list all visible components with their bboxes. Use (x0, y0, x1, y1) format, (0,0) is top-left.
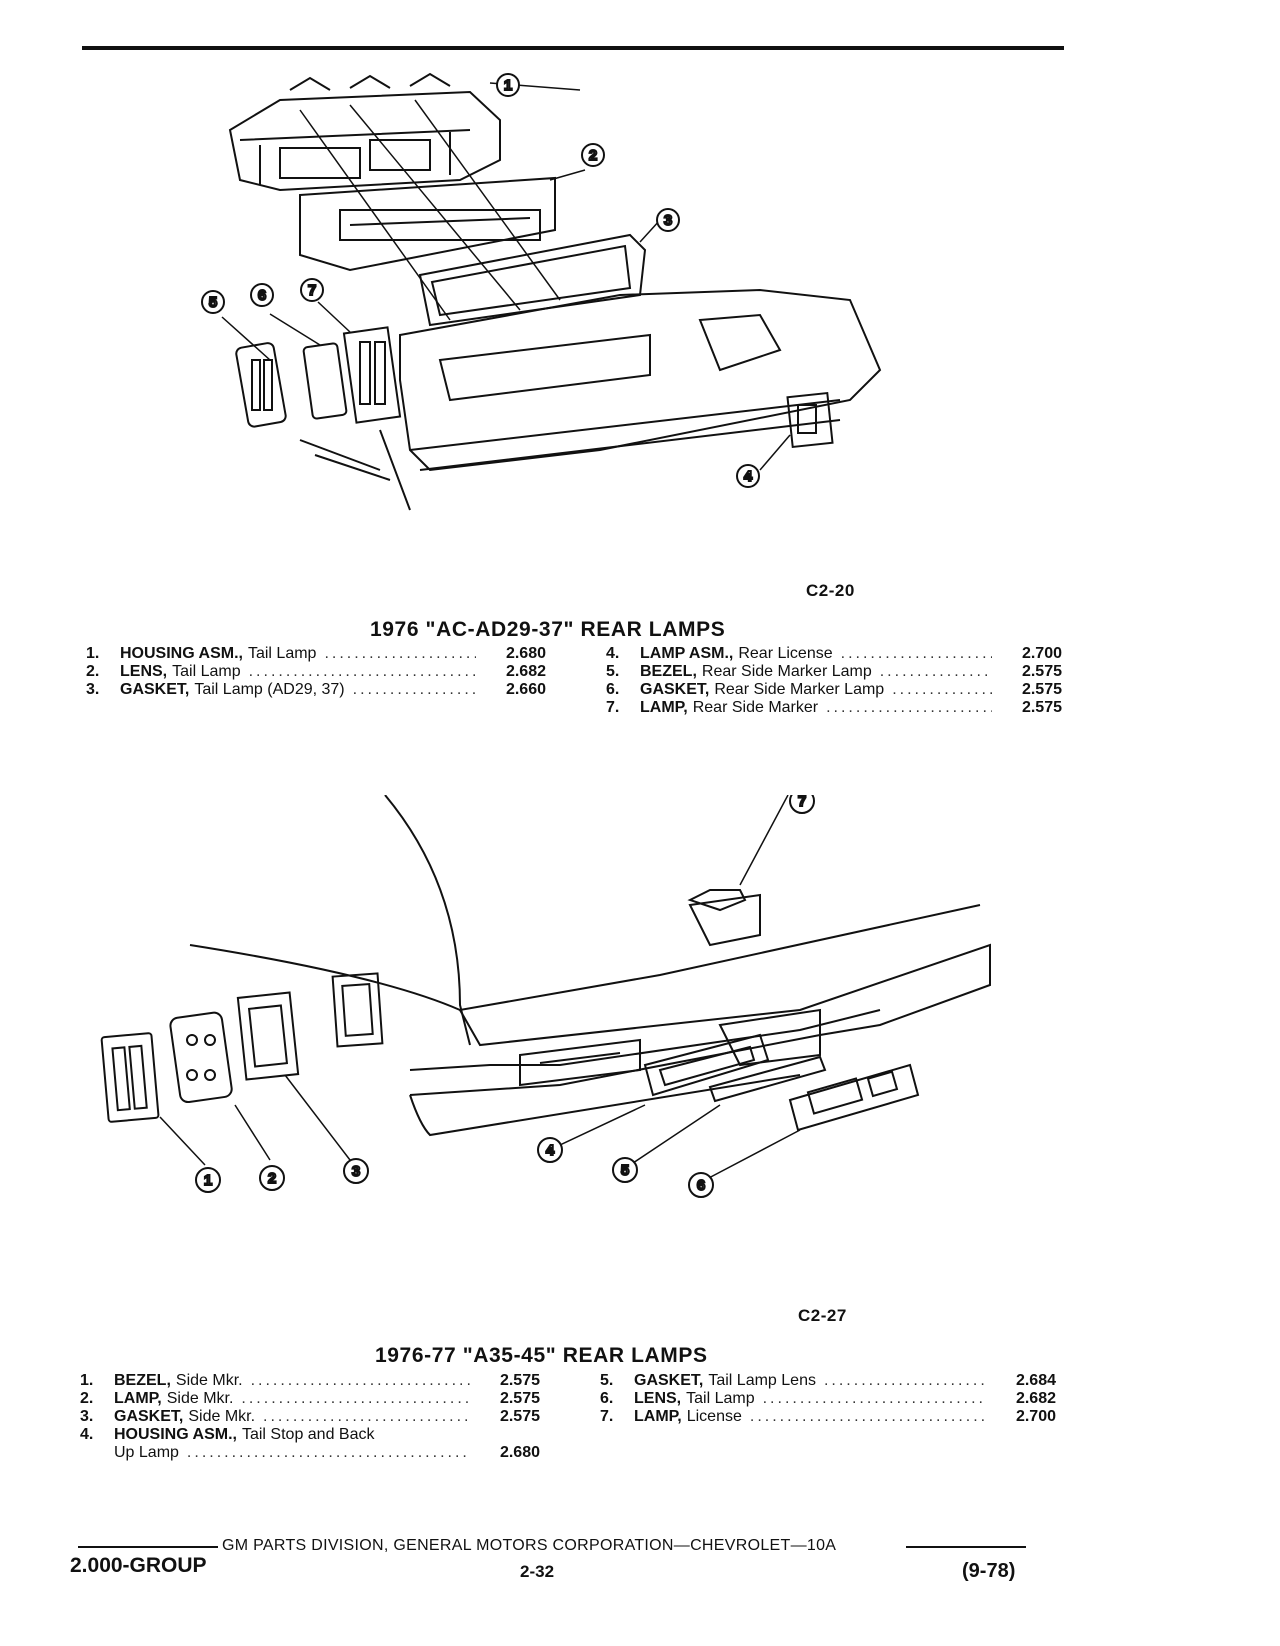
svg-text:2: 2 (268, 1170, 276, 1187)
callout-7: 7 (789, 795, 815, 814)
svg-text:3: 3 (352, 1163, 360, 1180)
callout-7: 7 (300, 278, 324, 302)
part-row: 6.GASKET,Rear Side Marker Lamp..........… (606, 681, 1062, 698)
top-rule (82, 46, 1064, 50)
svg-text:2: 2 (589, 147, 597, 164)
tail-lamp-lens-drawing (299, 176, 556, 272)
part-row: 3.GASKET,Side Mkr.......................… (80, 1408, 540, 1425)
parts-list-right: 4.LAMP ASM.,Rear License................… (606, 645, 1062, 717)
side-marker-parts-drawing (235, 326, 402, 428)
callout-2: 2 (259, 1165, 285, 1191)
license-lamp-drawing (687, 889, 747, 912)
page-number: 2-32 (520, 1562, 555, 1581)
callout-4: 4 (537, 1137, 563, 1163)
svg-text:6: 6 (258, 287, 266, 304)
svg-text:5: 5 (621, 1162, 629, 1179)
svg-text:7: 7 (308, 282, 316, 299)
tail-lamp-housing-drawing (228, 72, 501, 192)
footer-group: 2.000-GROUP (70, 1554, 207, 1577)
part-row: 2.LENS,Tail Lamp........................… (86, 663, 546, 680)
svg-text:1: 1 (504, 77, 512, 94)
callout-4: 4 (736, 464, 760, 488)
svg-text:4: 4 (546, 1142, 555, 1159)
callout-1: 1 (496, 73, 520, 97)
part-row: 6.LENS,Tail Lamp........................… (600, 1390, 1056, 1407)
callout-6: 6 (688, 1172, 714, 1198)
footer-date: (9-78) (962, 1560, 1016, 1582)
svg-text:7: 7 (798, 795, 806, 810)
side-marker-parts-drawing (100, 991, 300, 1123)
parts-list-left: 1.HOUSING ASM.,Tail Lamp................… (86, 645, 546, 699)
part-row: 3.GASKET,Tail Lamp (AD29, 37)...........… (86, 681, 546, 698)
callout-5: 5 (612, 1157, 638, 1183)
tail-lamp-assembly-drawing (643, 1033, 920, 1132)
rear-quarter-body-drawing (189, 795, 991, 1137)
part-row: 1.HOUSING ASM.,Tail Lamp................… (86, 645, 546, 662)
callout-3: 3 (343, 1158, 369, 1184)
figure-code: C2-27 (798, 1306, 847, 1325)
svg-text:6: 6 (697, 1177, 705, 1194)
svg-text:5: 5 (209, 294, 217, 311)
figure-c2-27: 1 2 3 4 5 6 7 (100, 795, 1020, 1275)
section-title: 1976 "AC-AD29-37" REAR LAMPS (370, 618, 726, 641)
svg-text:4: 4 (744, 468, 753, 485)
footer-division: GM PARTS DIVISION, GENERAL MOTORS CORPOR… (222, 1537, 837, 1554)
part-row: 4.LAMP ASM.,Rear License................… (606, 645, 1062, 662)
tail-lamp-gasket-drawing (418, 233, 647, 327)
footer-rule-left (78, 1546, 218, 1548)
part-row: 7.LAMP,License..........................… (600, 1408, 1056, 1425)
parts-list-left: 1.BEZEL,Side Mkr........................… (80, 1372, 540, 1462)
footer-rule-right (906, 1546, 1026, 1548)
license-lamp-drawing (786, 391, 834, 449)
part-row: 1.BEZEL,Side Mkr........................… (80, 1372, 540, 1389)
svg-text:3: 3 (664, 212, 672, 229)
figure-code: C2-20 (806, 581, 855, 600)
part-row: 5.GASKET,Tail Lamp Lens.................… (600, 1372, 1056, 1389)
part-row: 7.LAMP,Rear Side Marker.................… (606, 699, 1062, 716)
section-title: 1976-77 "A35-45" REAR LAMPS (375, 1344, 708, 1367)
callout-2: 2 (581, 143, 605, 167)
callout-6: 6 (250, 283, 274, 307)
part-row: 4.HOUSING ASM.,Tail Stop and Back (80, 1426, 375, 1443)
callout-1: 1 (195, 1167, 221, 1193)
part-row-continued: Up Lamp.................................… (114, 1444, 540, 1461)
parts-list-right: 5.GASKET,Tail Lamp Lens.................… (600, 1372, 1056, 1426)
figure-c2-20: 1 2 3 4 5 6 7 (200, 70, 920, 530)
part-row: 2.LAMP,Side Mkr.........................… (80, 1390, 540, 1407)
callout-5: 5 (201, 290, 225, 314)
part-row: 5.BEZEL,Rear Side Marker Lamp...........… (606, 663, 1062, 680)
callout-3: 3 (656, 208, 680, 232)
rear-body-drawing (299, 288, 882, 511)
svg-text:1: 1 (204, 1172, 212, 1189)
